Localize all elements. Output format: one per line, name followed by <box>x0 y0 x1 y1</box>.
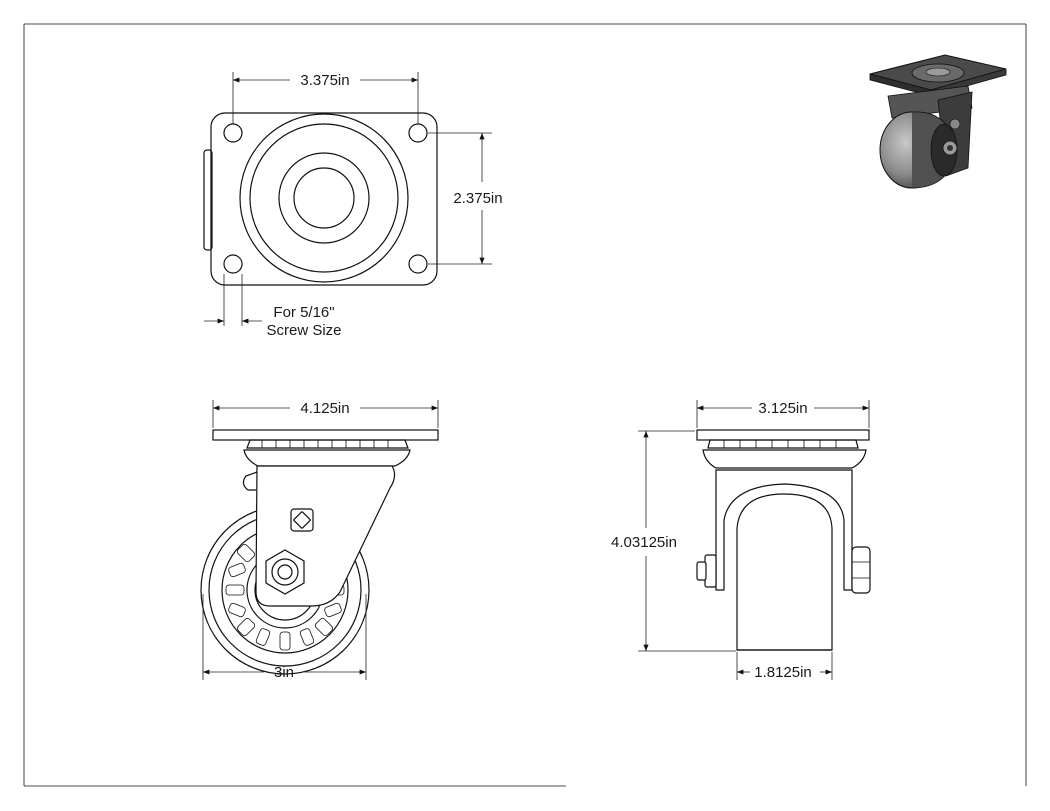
dim-wheel-diameter: 3in <box>202 594 367 681</box>
dim-label-wheel-width: 1.8125in <box>754 664 812 681</box>
dim-label-overall-height: 4.03125in <box>611 534 677 551</box>
top-view <box>203 112 438 286</box>
dim-label-wheel-diameter: 3in <box>274 664 294 681</box>
screw-size-callout: For 5/16" Screw Size <box>204 274 342 339</box>
dim-label-top-height: 2.375in <box>453 190 502 207</box>
dim-wheel-width: 1.8125in <box>736 652 833 681</box>
front-view <box>696 429 871 651</box>
dim-side-plate-width: 4.125in <box>212 400 439 428</box>
dim-front-plate-width: 3.125in <box>696 400 870 428</box>
dim-label-side-plate-width: 4.125in <box>300 400 349 417</box>
side-view <box>200 429 439 675</box>
sheet-border <box>23 23 1027 787</box>
dim-label-top-width: 3.375in <box>300 72 349 89</box>
mounting-hole <box>223 254 243 274</box>
dim-top-width: 3.375in <box>232 72 419 124</box>
screw-note-line1: For 5/16" <box>273 304 334 321</box>
mounting-hole <box>408 254 428 274</box>
mounting-hole <box>408 123 428 143</box>
isometric-view <box>869 54 1007 189</box>
dim-top-height: 2.375in <box>428 132 503 265</box>
mounting-hole <box>223 123 243 143</box>
dim-overall-height: 4.03125in <box>611 430 736 652</box>
dim-label-front-plate-width: 3.125in <box>758 400 807 417</box>
screw-note-line2: Screw Size <box>266 322 341 339</box>
